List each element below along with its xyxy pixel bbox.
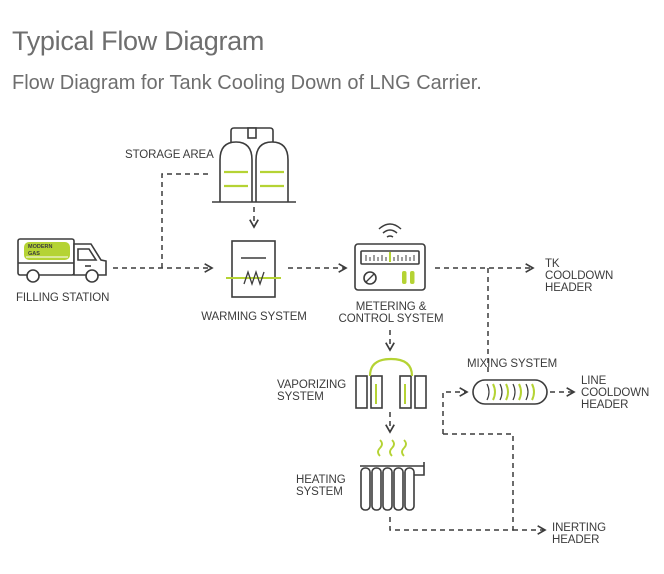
radiator-icon: [360, 462, 425, 511]
warming-system-icon: [226, 240, 281, 298]
heating-system-label: HEATING SYSTEM: [296, 474, 346, 498]
vaporizing-system-icon: [355, 357, 427, 409]
mixing-system-label: MIXING SYSTEM: [467, 358, 558, 370]
line-cooldown-header-label: LINE COOLDOWN HEADER: [581, 375, 650, 411]
inerting-header-label: INERTING HEADER: [552, 522, 606, 546]
metering-control-icon: [354, 243, 426, 291]
flow-to-mixing-system: [442, 387, 469, 434]
filling-station-label: FILLING STATION: [16, 292, 110, 304]
truck-sign-line-2: GAS: [28, 251, 40, 257]
mixing-system-icon: [472, 379, 548, 405]
wireless-signal-icon: [378, 223, 402, 238]
vaporizing-system-label: VAPORIZING SYSTEM: [277, 379, 347, 403]
storage-area-label: STORAGE AREA: [125, 149, 214, 161]
metering-control-label: METERING & CONTROL SYSTEM: [338, 301, 444, 325]
page-title: Typical Flow Diagram: [12, 26, 265, 56]
page-subtitle: Flow Diagram for Tank Cooling Down of LN…: [12, 72, 482, 94]
warming-system-label: WARMING SYSTEM: [201, 311, 307, 323]
flow-storage-to-junction: [161, 173, 208, 268]
gas-truck-icon: [17, 238, 107, 283]
truck-sign-line-1: MODERN: [28, 244, 52, 250]
heat-waves-icon: [377, 439, 407, 457]
storage-tanks-icon: [212, 127, 296, 203]
tk-cooldown-header-label: TK COOLDOWN HEADER: [545, 258, 614, 294]
